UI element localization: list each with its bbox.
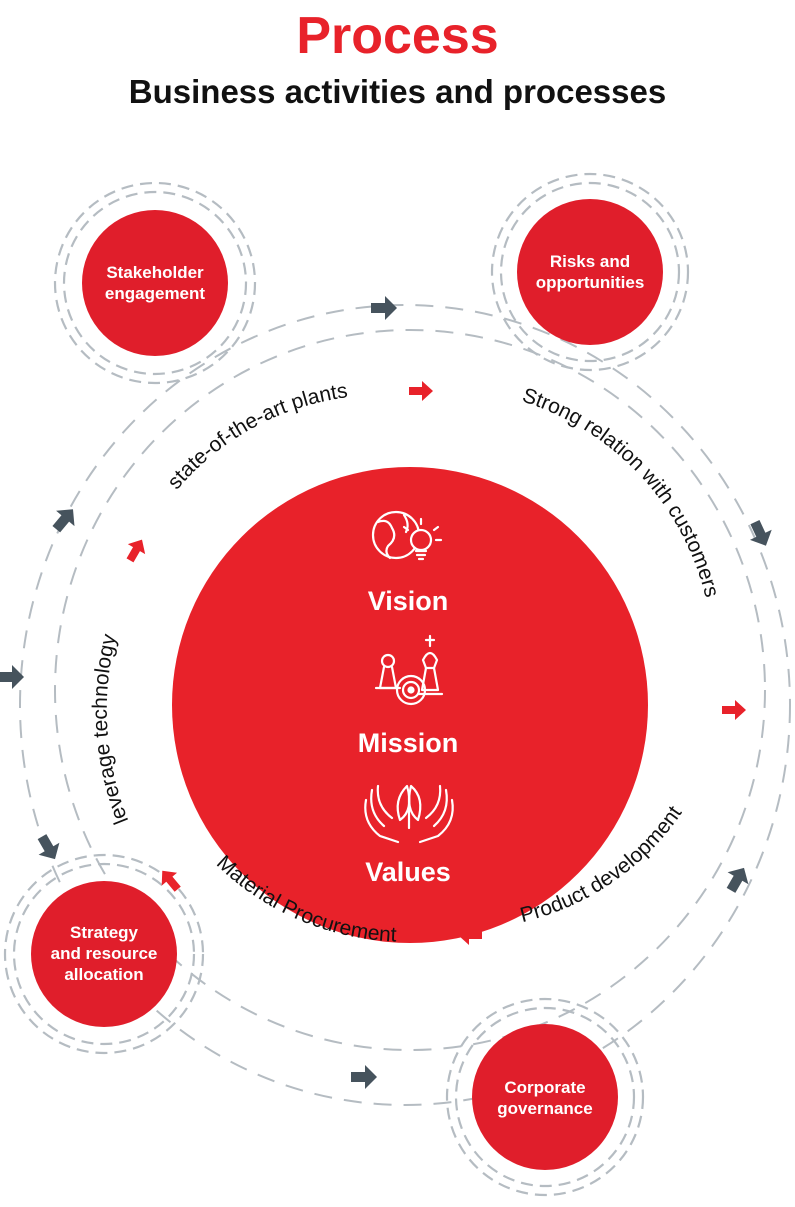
dark-arrow-up-left bbox=[52, 509, 75, 533]
red-arrow-upper-left bbox=[126, 539, 146, 563]
mission-label: Mission bbox=[357, 728, 459, 758]
dark-arrow-down-left bbox=[37, 834, 60, 860]
values-label: Values bbox=[365, 857, 451, 887]
governance-node bbox=[472, 1024, 618, 1170]
dark-arrow-right-top bbox=[371, 296, 397, 320]
risks-halo-outer bbox=[490, 172, 690, 372]
vision-label: Vision bbox=[367, 586, 449, 616]
inner-dashed-ring bbox=[54, 329, 766, 1051]
dark-arrow-right-bottom bbox=[351, 1065, 377, 1089]
stakeholder-halo-inner bbox=[62, 190, 248, 376]
dark-arrow-down-right bbox=[749, 520, 772, 546]
label-state-of-the-art-plants: state-of-the-art plants bbox=[163, 379, 349, 493]
node-line: opportunities bbox=[535, 273, 645, 292]
node-line: Corporate bbox=[504, 1078, 586, 1097]
dark-arrow-right-left-edge bbox=[0, 665, 24, 689]
stakeholder-engagement-label: Stakeholder engagement bbox=[85, 262, 225, 304]
globe-bulb-icon bbox=[371, 510, 443, 561]
node-line: allocation bbox=[64, 965, 144, 984]
node-line: and resource bbox=[50, 944, 158, 963]
red-arrow-top bbox=[409, 381, 433, 401]
red-arrow-right bbox=[722, 700, 746, 720]
node-line: governance bbox=[497, 1099, 593, 1118]
strategy-halo-outer bbox=[3, 853, 205, 1055]
risks-halo-inner bbox=[499, 181, 681, 363]
node-line: engagement bbox=[104, 284, 206, 303]
red-arrow-lower-left bbox=[161, 870, 181, 892]
governance-halo-inner bbox=[454, 1006, 636, 1188]
red-arrow-bottom bbox=[458, 925, 482, 945]
hands-leaf-icon bbox=[364, 784, 454, 844]
risks-opportunities-label: Risks and opportunities bbox=[518, 251, 662, 293]
chess-target-icon bbox=[374, 634, 444, 706]
page-subtitle: Business activities and processes bbox=[128, 73, 667, 110]
outer-dashed-ring bbox=[19, 304, 791, 1106]
node-line: Risks and bbox=[549, 252, 631, 271]
risks-node bbox=[517, 199, 663, 345]
governance-halo-outer bbox=[445, 997, 645, 1197]
dark-arrow-up-right bbox=[726, 867, 749, 893]
label-leverage-technology: leverage technology bbox=[89, 631, 133, 827]
page-title: Process bbox=[296, 7, 499, 65]
strategy-resource-allocation-label: Strategy and resource allocation bbox=[32, 922, 176, 985]
node-line: Stakeholder bbox=[106, 263, 204, 282]
strategy-halo-inner bbox=[12, 862, 196, 1046]
stakeholder-halo-outer bbox=[53, 181, 257, 385]
stakeholder-node bbox=[82, 210, 228, 356]
node-line: Strategy bbox=[69, 923, 139, 942]
strategy-node bbox=[31, 881, 177, 1027]
corporate-governance-label: Corporate governance bbox=[473, 1077, 617, 1119]
